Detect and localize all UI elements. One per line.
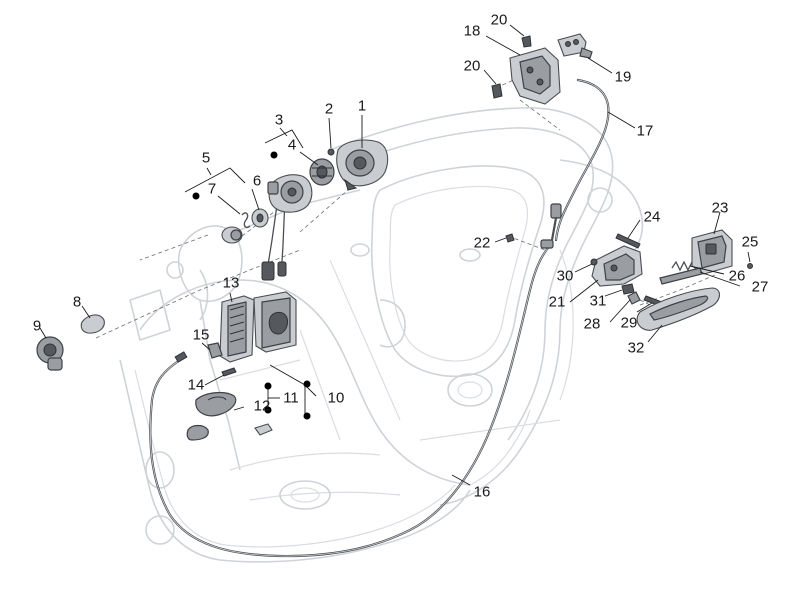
callout-16: 16: [474, 484, 491, 501]
leader-lines: [39, 24, 751, 486]
part-19-latch: [557, 33, 593, 59]
callout-4: 4: [288, 137, 296, 154]
callout-19: 19: [615, 69, 632, 86]
part-3-ignition-switch: [261, 174, 313, 281]
callout-13: 13: [223, 275, 240, 292]
callout-18: 18: [464, 23, 481, 40]
callout-2: 2: [325, 101, 333, 118]
part-32-handle: [636, 287, 721, 331]
callout-labels: 1 2 3 4 5 6 7 8 9 10 11 12 13 14 15 16 1…: [33, 12, 769, 501]
part-8-cover: [80, 314, 105, 334]
callout-8: 8: [73, 294, 81, 311]
callout-1: 1: [358, 98, 366, 115]
parts: [36, 33, 753, 441]
part-21-lock-bracket: [591, 245, 643, 287]
callout-32: 32: [628, 340, 645, 357]
callout-9: 9: [33, 318, 41, 335]
callout-27: 27: [752, 279, 769, 296]
part-1-lock-housing: [336, 139, 389, 191]
part-11-key-fob: [195, 391, 237, 417]
callout-10: 10: [328, 390, 345, 407]
part-24-bolt: [615, 233, 641, 249]
part-22-screw: [505, 233, 515, 243]
callout-5: 5: [202, 150, 210, 167]
callout-20-upper: 20: [491, 12, 508, 29]
part-25-screw: [747, 263, 753, 269]
callout-30: 30: [557, 268, 574, 285]
callout-6: 6: [253, 173, 261, 190]
alignment-guides: [95, 77, 716, 339]
callout-29: 29: [621, 315, 638, 332]
callout-22: 22: [474, 235, 491, 252]
part-20-screw-lower: [491, 83, 503, 99]
callout-3: 3: [275, 112, 283, 129]
callout-17: 17: [637, 123, 654, 140]
callout-21: 21: [549, 294, 566, 311]
part-27-rod: [659, 267, 703, 285]
part-28-clip: [627, 291, 641, 305]
part-12-cover: [186, 424, 209, 441]
part-26-spring: [671, 260, 693, 272]
scooter-frame: [119, 107, 644, 563]
callout-15: 15: [193, 327, 210, 344]
cables: [149, 78, 610, 558]
part-18-bracket: [509, 47, 561, 105]
part-2-screw: [327, 148, 335, 156]
callout-25: 25: [742, 234, 759, 251]
part-15-clip: [207, 342, 223, 359]
callout-28: 28: [584, 316, 601, 333]
part-31-pin: [621, 283, 635, 295]
callout-31: 31: [590, 293, 607, 310]
callout-12: 12: [254, 398, 271, 415]
callout-26: 26: [729, 268, 746, 285]
callout-23: 23: [712, 200, 729, 217]
callout-11: 11: [283, 390, 299, 407]
callout-14: 14: [188, 377, 205, 394]
part-9-lock-cylinder: [36, 336, 64, 371]
part-4-lock-ring: [309, 158, 335, 186]
part-7-spring: [241, 212, 251, 229]
part-14-screw: [221, 367, 237, 377]
part-20-screw-upper: [521, 35, 532, 48]
callout-7: 7: [208, 181, 216, 198]
part-30-nut: [590, 258, 598, 266]
connector: [261, 261, 275, 281]
part-12-key-blade: [254, 423, 273, 436]
part-13-control-unit: [219, 295, 255, 363]
part-23-actuator: [691, 229, 733, 275]
callout-24: 24: [644, 209, 661, 226]
part-5-cap: [221, 226, 243, 244]
part-10-module: [253, 291, 297, 353]
callout-20-lower: 20: [464, 58, 481, 75]
